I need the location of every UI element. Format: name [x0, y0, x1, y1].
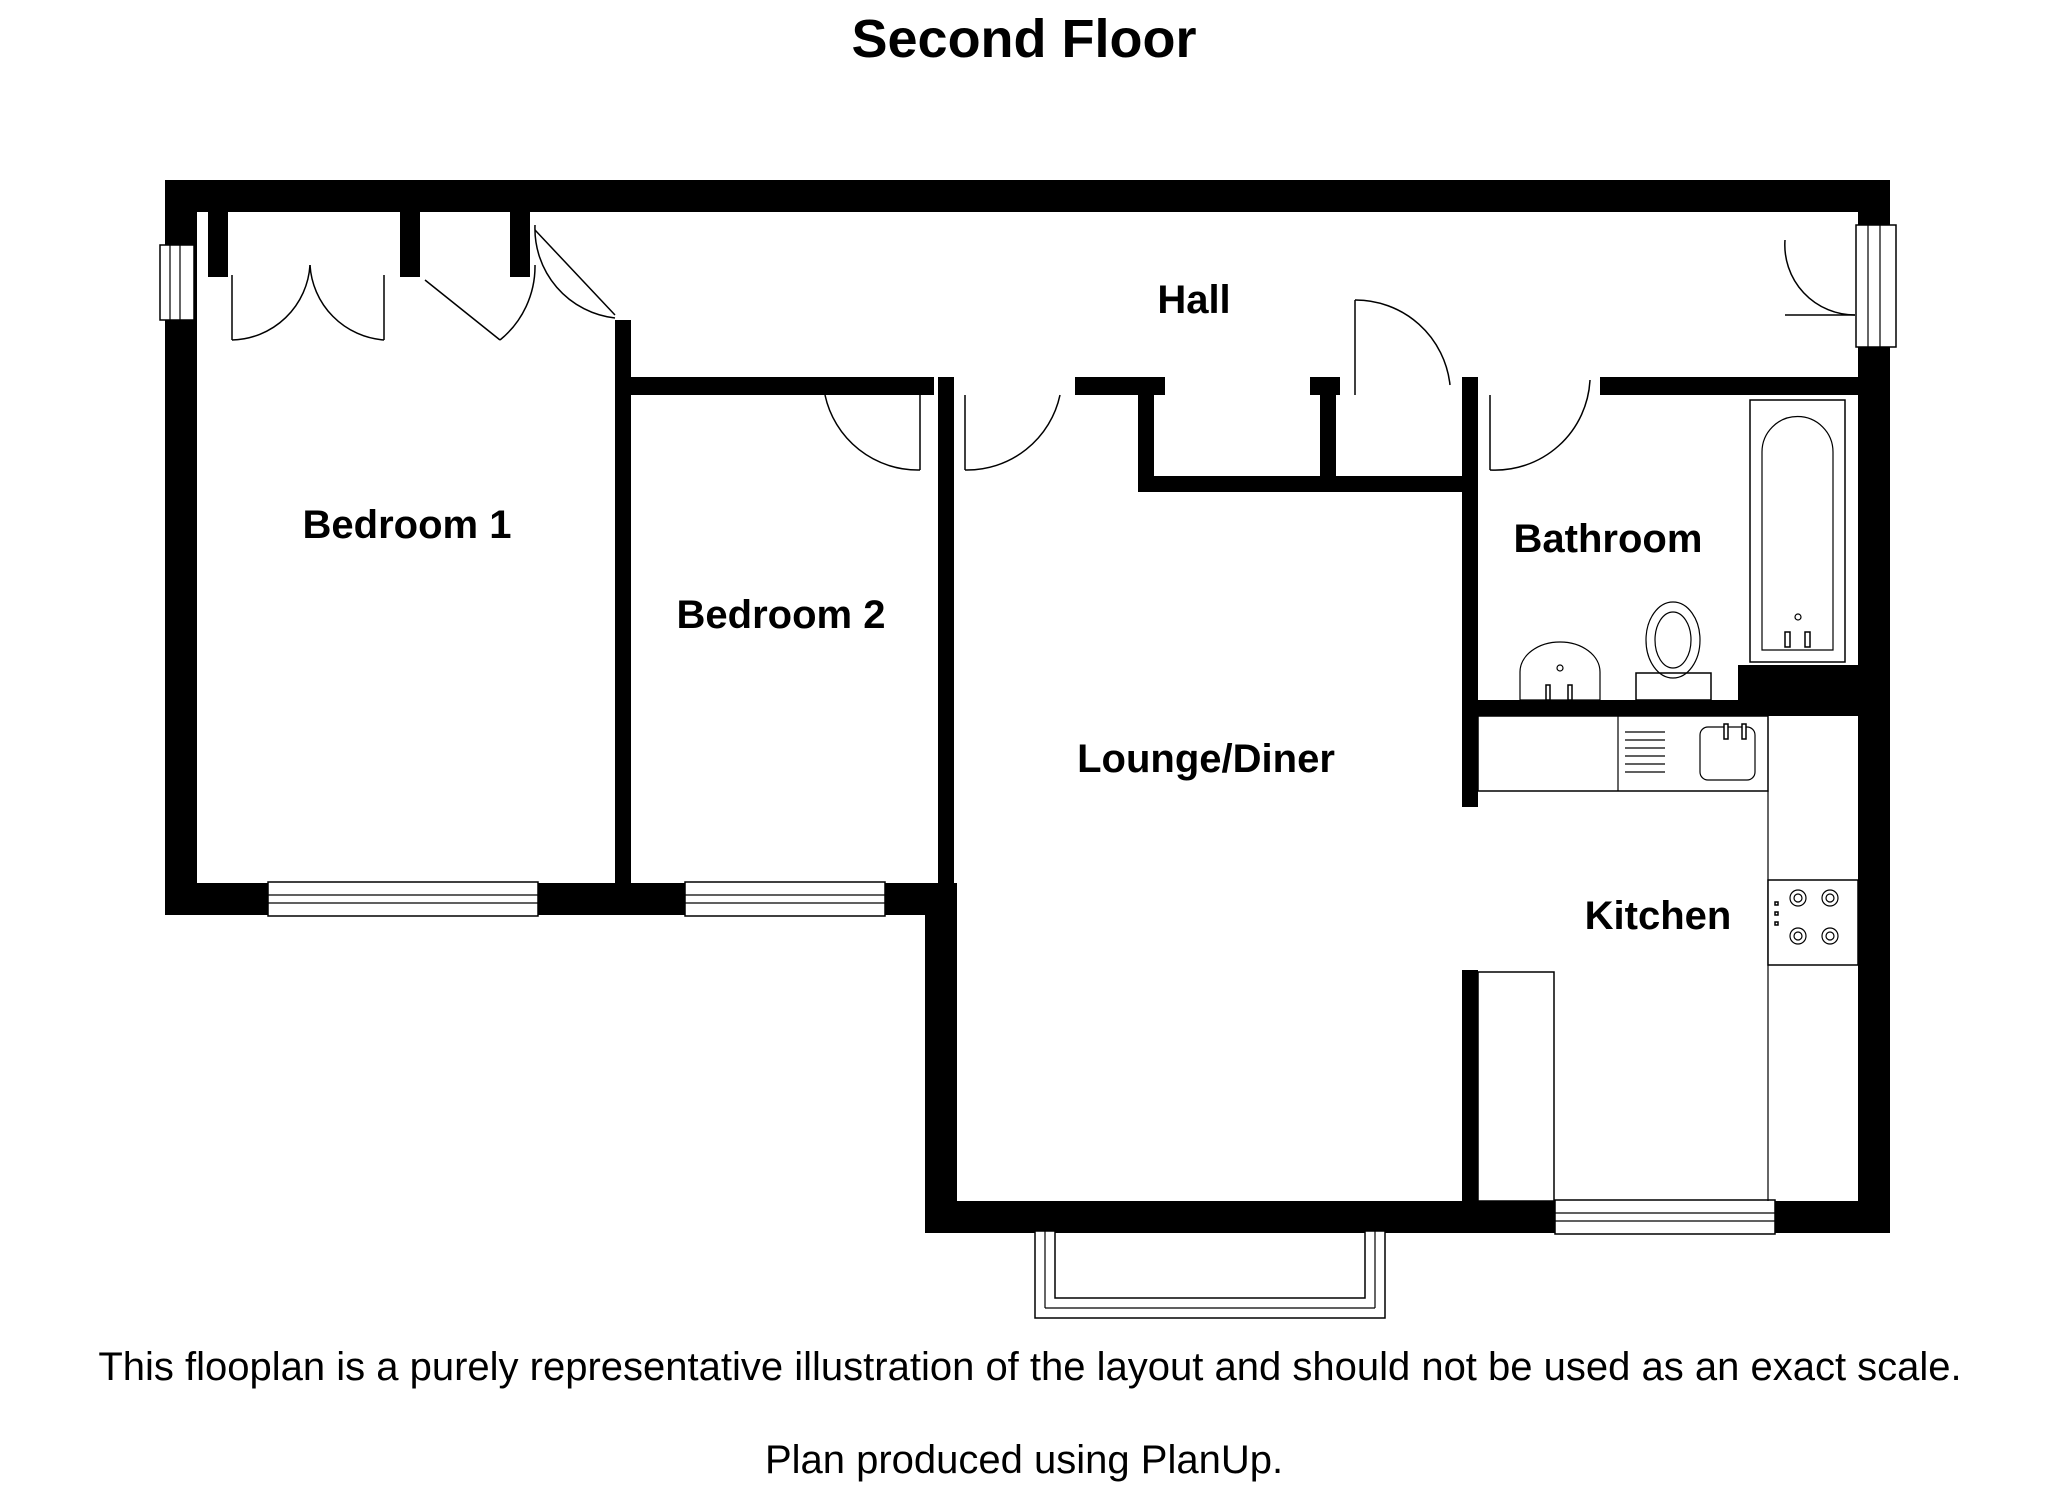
room-label-kitchen: Kitchen — [1585, 894, 1732, 938]
room-label-bedroom-2: Bedroom 2 — [677, 593, 886, 637]
room-labels: Bedroom 1 Bedroom 2 Hall Lounge/Diner Ba… — [303, 278, 1732, 938]
doors — [231, 224, 1856, 471]
credit-text: Plan produced using PlanUp. — [764, 1438, 1284, 1482]
fixtures — [1477, 399, 1859, 1202]
room-label-bedroom-1: Bedroom 1 — [303, 503, 512, 547]
plan-title: Second Floor — [851, 9, 1197, 69]
room-label-hall: Hall — [1157, 278, 1230, 322]
disclaimer-text: This flooplan is a purely representative… — [98, 1345, 1962, 1389]
windows — [159, 224, 1897, 1319]
room-label-lounge-diner: Lounge/Diner — [1077, 737, 1335, 781]
room-label-bathroom: Bathroom — [1514, 517, 1703, 561]
walls — [165, 180, 1890, 1233]
